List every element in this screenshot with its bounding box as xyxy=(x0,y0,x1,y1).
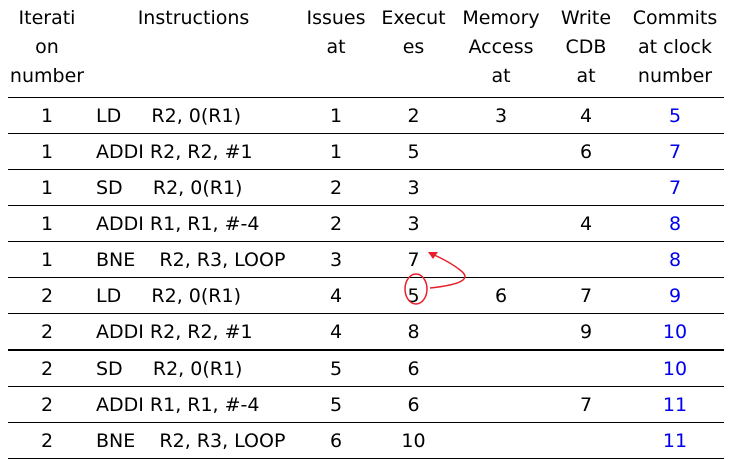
cell-commit: 8 xyxy=(626,241,724,278)
cell-instruction: SD R2, 0(R1) xyxy=(86,349,301,387)
table-row: 1 SD R2, 0(R1) 2 3 7 xyxy=(8,169,724,206)
header-row: Iterati on number Instructions Issues at… xyxy=(8,4,724,98)
cell-issue: 2 xyxy=(301,205,371,242)
table-row: 1 BNE R2, R3, LOOP 3 7 8 xyxy=(8,241,724,278)
cell-iteration: 1 xyxy=(8,133,86,170)
cell-cdb xyxy=(546,422,626,459)
cell-memory: 3 xyxy=(456,97,546,134)
cell-issue: 6 xyxy=(301,422,371,459)
cell-issue: 5 xyxy=(301,349,371,387)
cell-iteration: 1 xyxy=(8,241,86,278)
cell-instruction: LD R2, 0(R1) xyxy=(86,277,301,314)
cell-commit: 5 xyxy=(626,97,724,134)
cell-commit: 8 xyxy=(626,205,724,242)
cell-instruction: ADDI R1, R1, #-4 xyxy=(86,386,301,423)
cell-execute: 10 xyxy=(371,422,456,459)
cell-memory xyxy=(456,133,546,170)
cell-issue: 2 xyxy=(301,169,371,206)
cell-execute: 3 xyxy=(371,205,456,242)
cell-instruction: SD R2, 0(R1) xyxy=(86,169,301,206)
table-row: 1 ADDI R1, R1, #-4 2 3 4 8 xyxy=(8,205,724,242)
cell-commit: 11 xyxy=(626,386,724,423)
cell-commit: 9 xyxy=(626,277,724,314)
cell-issue: 4 xyxy=(301,277,371,314)
cell-execute: 7 xyxy=(371,241,456,278)
header-instructions: Instructions xyxy=(137,7,250,29)
header-issues: Issues at xyxy=(306,7,366,58)
cell-issue: 1 xyxy=(301,97,371,134)
cell-issue: 3 xyxy=(301,241,371,278)
cell-iteration: 1 xyxy=(8,169,86,206)
table-header: Iterati on number Instructions Issues at… xyxy=(8,4,724,98)
cell-iteration: 2 xyxy=(8,386,86,423)
cell-issue: 5 xyxy=(301,386,371,423)
cell-cdb: 6 xyxy=(546,133,626,170)
cell-memory xyxy=(456,313,546,350)
cell-memory xyxy=(456,386,546,423)
cell-execute: 6 xyxy=(371,349,456,387)
cell-instruction: ADDI R1, R1, #-4 xyxy=(86,205,301,242)
cell-cdb: 7 xyxy=(546,277,626,314)
cell-cdb: 4 xyxy=(546,205,626,242)
cell-memory: 6 xyxy=(456,277,546,314)
cell-memory xyxy=(456,241,546,278)
cell-commit: 7 xyxy=(626,133,724,170)
cell-cdb xyxy=(546,349,626,387)
cell-cdb: 7 xyxy=(546,386,626,423)
cell-commit: 10 xyxy=(626,349,724,387)
cell-cdb xyxy=(546,241,626,278)
cell-instruction: ADDI R2, R2, #1 xyxy=(86,133,301,170)
cell-instruction: LD R2, 0(R1) xyxy=(86,97,301,134)
header-write-cdb: Write CDB at xyxy=(560,7,612,87)
cell-commit: 11 xyxy=(626,422,724,459)
table-row: 1 LD R2, 0(R1) 1 2 3 4 5 xyxy=(8,97,724,134)
cell-instruction: ADDI R2, R2, #1 xyxy=(86,313,301,350)
cell-memory xyxy=(456,169,546,206)
cell-issue: 4 xyxy=(301,313,371,350)
cell-memory xyxy=(456,422,546,459)
cell-execute: 5 xyxy=(371,133,456,170)
cell-commit: 10 xyxy=(626,313,724,350)
cell-commit: 7 xyxy=(626,169,724,206)
table-row: 1 ADDI R2, R2, #1 1 5 6 7 xyxy=(8,133,724,170)
header-iteration: Iterati on number xyxy=(9,7,85,87)
cell-instruction: BNE R2, R3, LOOP xyxy=(86,422,301,459)
cell-cdb: 9 xyxy=(546,313,626,350)
table-row: 2 BNE R2, R3, LOOP 6 10 11 xyxy=(8,422,724,459)
cell-execute: 3 xyxy=(371,169,456,206)
cell-execute: 6 xyxy=(371,386,456,423)
cell-memory xyxy=(456,205,546,242)
cell-iteration: 1 xyxy=(8,97,86,134)
pipeline-table: Iterati on number Instructions Issues at… xyxy=(8,4,724,459)
cell-execute: 8 xyxy=(371,313,456,350)
cell-iteration: 2 xyxy=(8,313,86,350)
cell-iteration: 2 xyxy=(8,277,86,314)
cell-cdb xyxy=(546,169,626,206)
cell-iteration: 2 xyxy=(8,349,86,387)
header-commits: Commits at clock number xyxy=(632,7,718,87)
cell-cdb: 4 xyxy=(546,97,626,134)
table-body: 1 LD R2, 0(R1) 1 2 3 4 5 1 ADDI R2, R2, … xyxy=(8,97,724,459)
cell-memory xyxy=(456,349,546,387)
header-executes: Execut es xyxy=(381,7,446,58)
table-row: 2 ADDI R1, R1, #-4 5 6 7 11 xyxy=(8,386,724,423)
cell-execute: 5 xyxy=(371,277,456,314)
table-row: 2 ADDI R2, R2, #1 4 8 9 10 xyxy=(8,313,724,350)
cell-iteration: 1 xyxy=(8,205,86,242)
cell-execute: 2 xyxy=(371,97,456,134)
table-row: 2 LD R2, 0(R1) 4 5 6 7 9 xyxy=(8,277,724,314)
cell-iteration: 2 xyxy=(8,422,86,459)
header-memory: Memory Access at xyxy=(462,7,540,87)
cell-instruction: BNE R2, R3, LOOP xyxy=(86,241,301,278)
cell-issue: 1 xyxy=(301,133,371,170)
table-row: 2 SD R2, 0(R1) 5 6 10 xyxy=(8,349,724,387)
